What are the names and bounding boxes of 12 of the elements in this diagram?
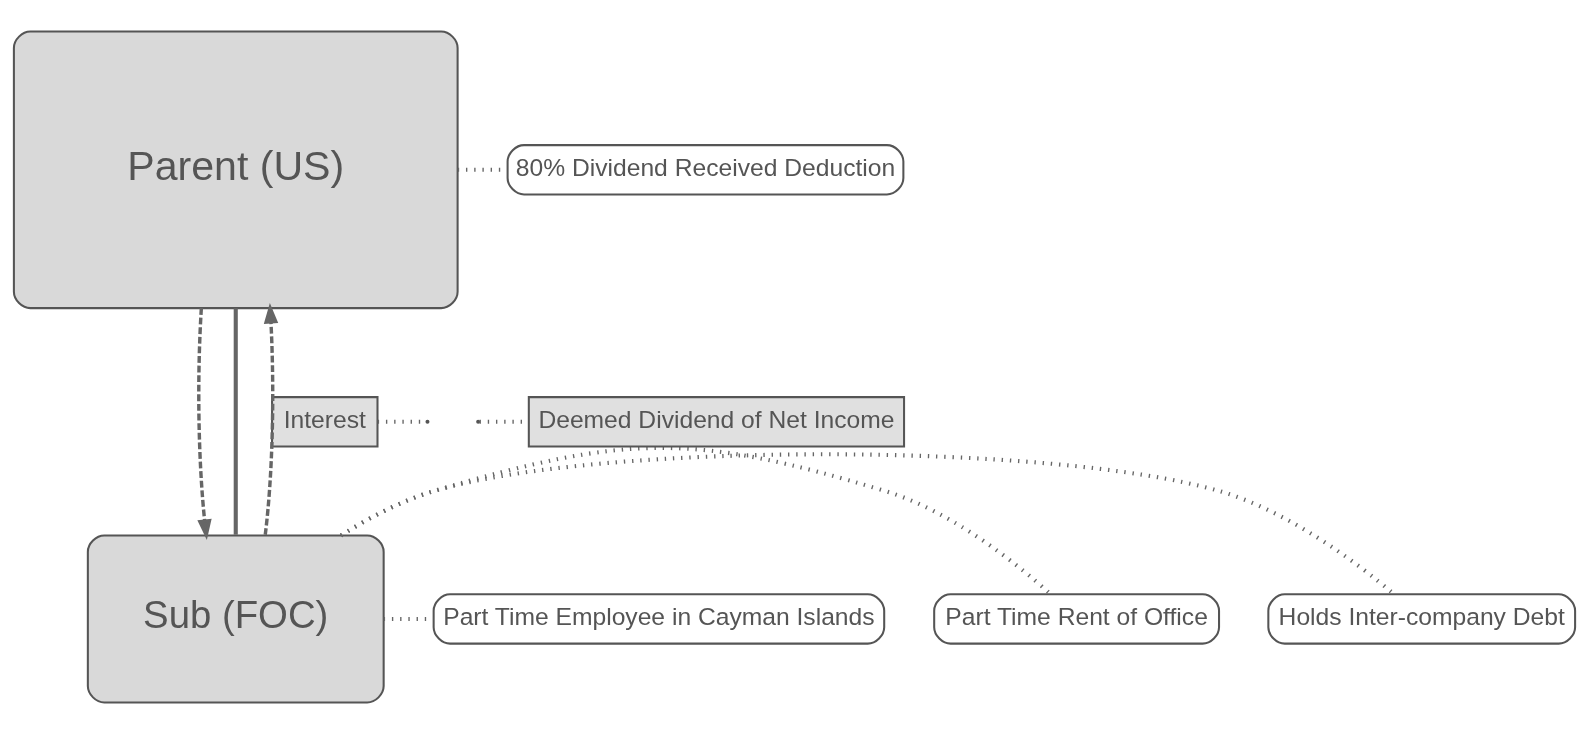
connector [233, 307, 238, 535]
node-box: Sub (FOC) [86, 533, 385, 704]
arrow [263, 302, 279, 535]
node-box: Holds Inter-company Debt [1267, 592, 1577, 645]
node-box: Parent (US) [12, 29, 459, 309]
node-box: Deemed Dividend of Net Income [527, 395, 906, 447]
arrow [197, 307, 212, 540]
node-box: 80% Dividend Received Deduction [506, 143, 905, 195]
node-box: Part Time Rent of Office [933, 592, 1221, 645]
node-box: Part Time Employee in Cayman Islands [432, 592, 886, 645]
node-box: Interest [271, 395, 379, 447]
connector [339, 445, 1053, 596]
